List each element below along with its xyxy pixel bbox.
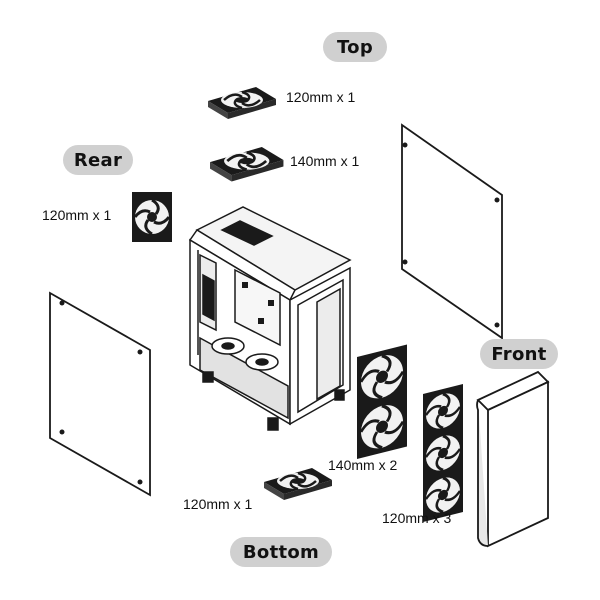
top-fan-120-icon — [206, 85, 278, 121]
right-side-panel — [401, 123, 503, 340]
inner-fan-label: 140mm x 2 — [328, 457, 398, 473]
rear-fan-icon — [130, 190, 174, 244]
bottom-fan-label: 120mm x 1 — [183, 496, 253, 512]
section-rear-label: Rear — [63, 145, 133, 175]
top-fan-140-icon — [208, 145, 285, 183]
inner-fan-pair-icon — [357, 344, 407, 459]
section-bottom-label: Bottom — [230, 537, 332, 567]
front-fan-label: 120mm x 3 — [382, 510, 452, 526]
pc-case-chassis — [188, 206, 352, 431]
rear-fan-label: 120mm x 1 — [42, 207, 112, 223]
top-fan-140-label: 140mm x 1 — [290, 153, 360, 169]
front-panel-cover — [476, 370, 550, 548]
front-fan-triple-icon — [423, 384, 463, 522]
top-fan-120-label: 120mm x 1 — [286, 89, 356, 105]
left-side-panel — [49, 291, 151, 497]
bottom-fan-icon — [262, 466, 334, 502]
section-top-label: Top — [323, 32, 387, 62]
section-front-label: Front — [480, 339, 558, 369]
